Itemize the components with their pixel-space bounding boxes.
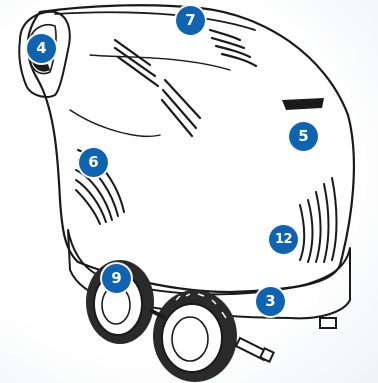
front-wheel xyxy=(153,290,237,382)
callout-12[interactable]: 12 xyxy=(269,225,298,254)
outlet-fitting xyxy=(236,318,336,362)
hood-vent-upper xyxy=(115,40,158,86)
top-vent xyxy=(210,30,256,66)
callout-3-label: 3 xyxy=(265,294,275,309)
callout-4-label: 4 xyxy=(36,41,46,56)
callout-9[interactable]: 9 xyxy=(102,264,131,293)
callout-6[interactable]: 6 xyxy=(79,148,108,177)
callout-7-label: 7 xyxy=(185,13,195,28)
callout-9-label: 9 xyxy=(111,271,121,286)
side-vent-right xyxy=(300,178,337,262)
callout-4[interactable]: 4 xyxy=(27,34,56,63)
hood-latch xyxy=(282,98,324,110)
hood-vent-middle xyxy=(162,80,200,136)
callout-5-label: 5 xyxy=(298,129,308,144)
callout-3[interactable]: 3 xyxy=(256,287,285,316)
callout-5[interactable]: 5 xyxy=(289,122,318,151)
callout-7[interactable]: 7 xyxy=(176,6,205,35)
callout-6-label: 6 xyxy=(88,155,98,170)
callout-12-label: 12 xyxy=(275,233,292,246)
